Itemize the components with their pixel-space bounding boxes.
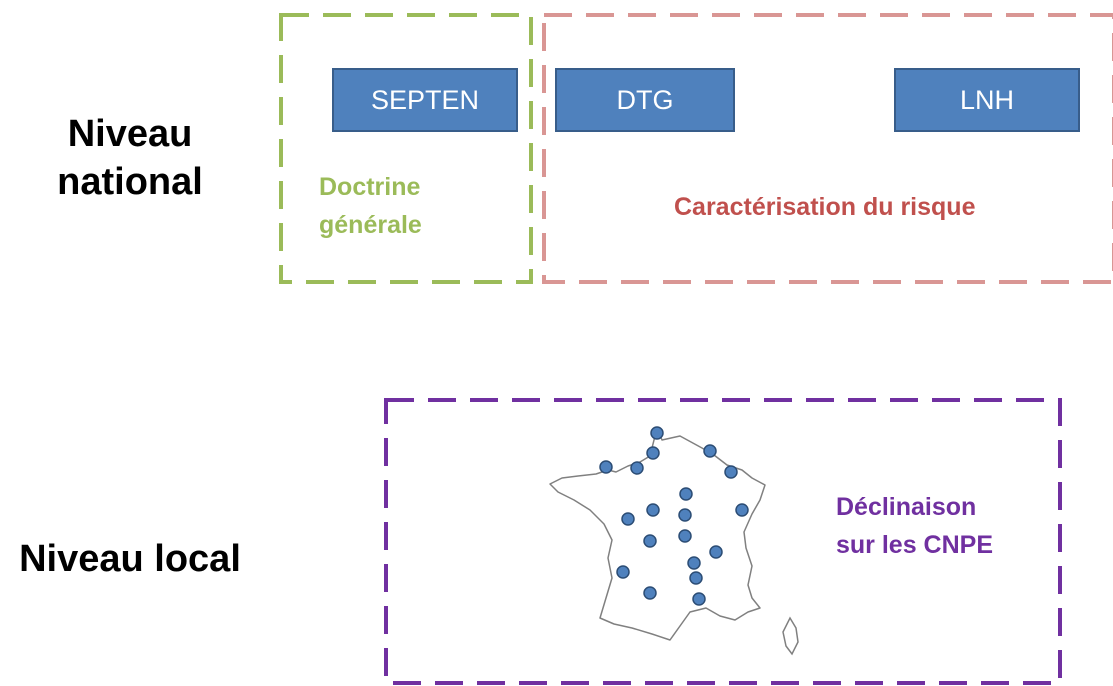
level-label-national-line1: Niveau — [67, 113, 193, 155]
level-label-national: Niveau national — [30, 110, 230, 206]
cnpe-site-dot — [678, 529, 692, 543]
org-box-septen: SEPTEN — [332, 68, 518, 132]
cnpe-site-dot — [735, 503, 749, 517]
france-map-outline — [549, 427, 766, 641]
cnpe-caption-line1: Déclinaison — [836, 493, 977, 521]
cnpe-site-dot — [650, 426, 664, 440]
cnpe-caption-line2: sur les CNPE — [836, 531, 994, 559]
cnpe-site-dot — [689, 571, 703, 585]
cnpe-site-dot — [709, 545, 723, 559]
cnpe-site-dot — [643, 586, 657, 600]
org-box-dtg: DTG — [555, 68, 735, 132]
doctrine-caption-line2: générale — [319, 211, 422, 239]
doctrine-caption-line1: Doctrine — [319, 173, 421, 201]
cnpe-site-dot — [621, 512, 635, 526]
cnpe-site-dot — [724, 465, 738, 479]
cnpe-site-dot — [630, 461, 644, 475]
cnpe-caption: Déclinaison sur les CNPE — [836, 488, 993, 564]
level-label-national-line2: national — [57, 161, 203, 203]
doctrine-caption: Doctrine générale — [319, 168, 422, 244]
corsica-outline — [782, 616, 799, 656]
local-frame — [384, 398, 1062, 685]
cnpe-site-dot — [703, 444, 717, 458]
risk-frame — [542, 13, 1113, 284]
cnpe-site-dot — [643, 534, 657, 548]
cnpe-site-dot — [692, 592, 706, 606]
cnpe-site-dot — [646, 446, 660, 460]
cnpe-site-dot — [646, 503, 660, 517]
cnpe-site-dot — [687, 556, 701, 570]
cnpe-site-dot — [599, 460, 613, 474]
cnpe-sites — [599, 426, 749, 606]
risk-caption: Caractérisation du risque — [674, 193, 976, 221]
level-label-local: Niveau local — [19, 538, 241, 580]
cnpe-site-dot — [616, 565, 630, 579]
org-box-lnh: LNH — [894, 68, 1080, 132]
cnpe-site-dot — [679, 487, 693, 501]
doctrine-frame — [279, 13, 533, 284]
cnpe-site-dot — [678, 508, 692, 522]
